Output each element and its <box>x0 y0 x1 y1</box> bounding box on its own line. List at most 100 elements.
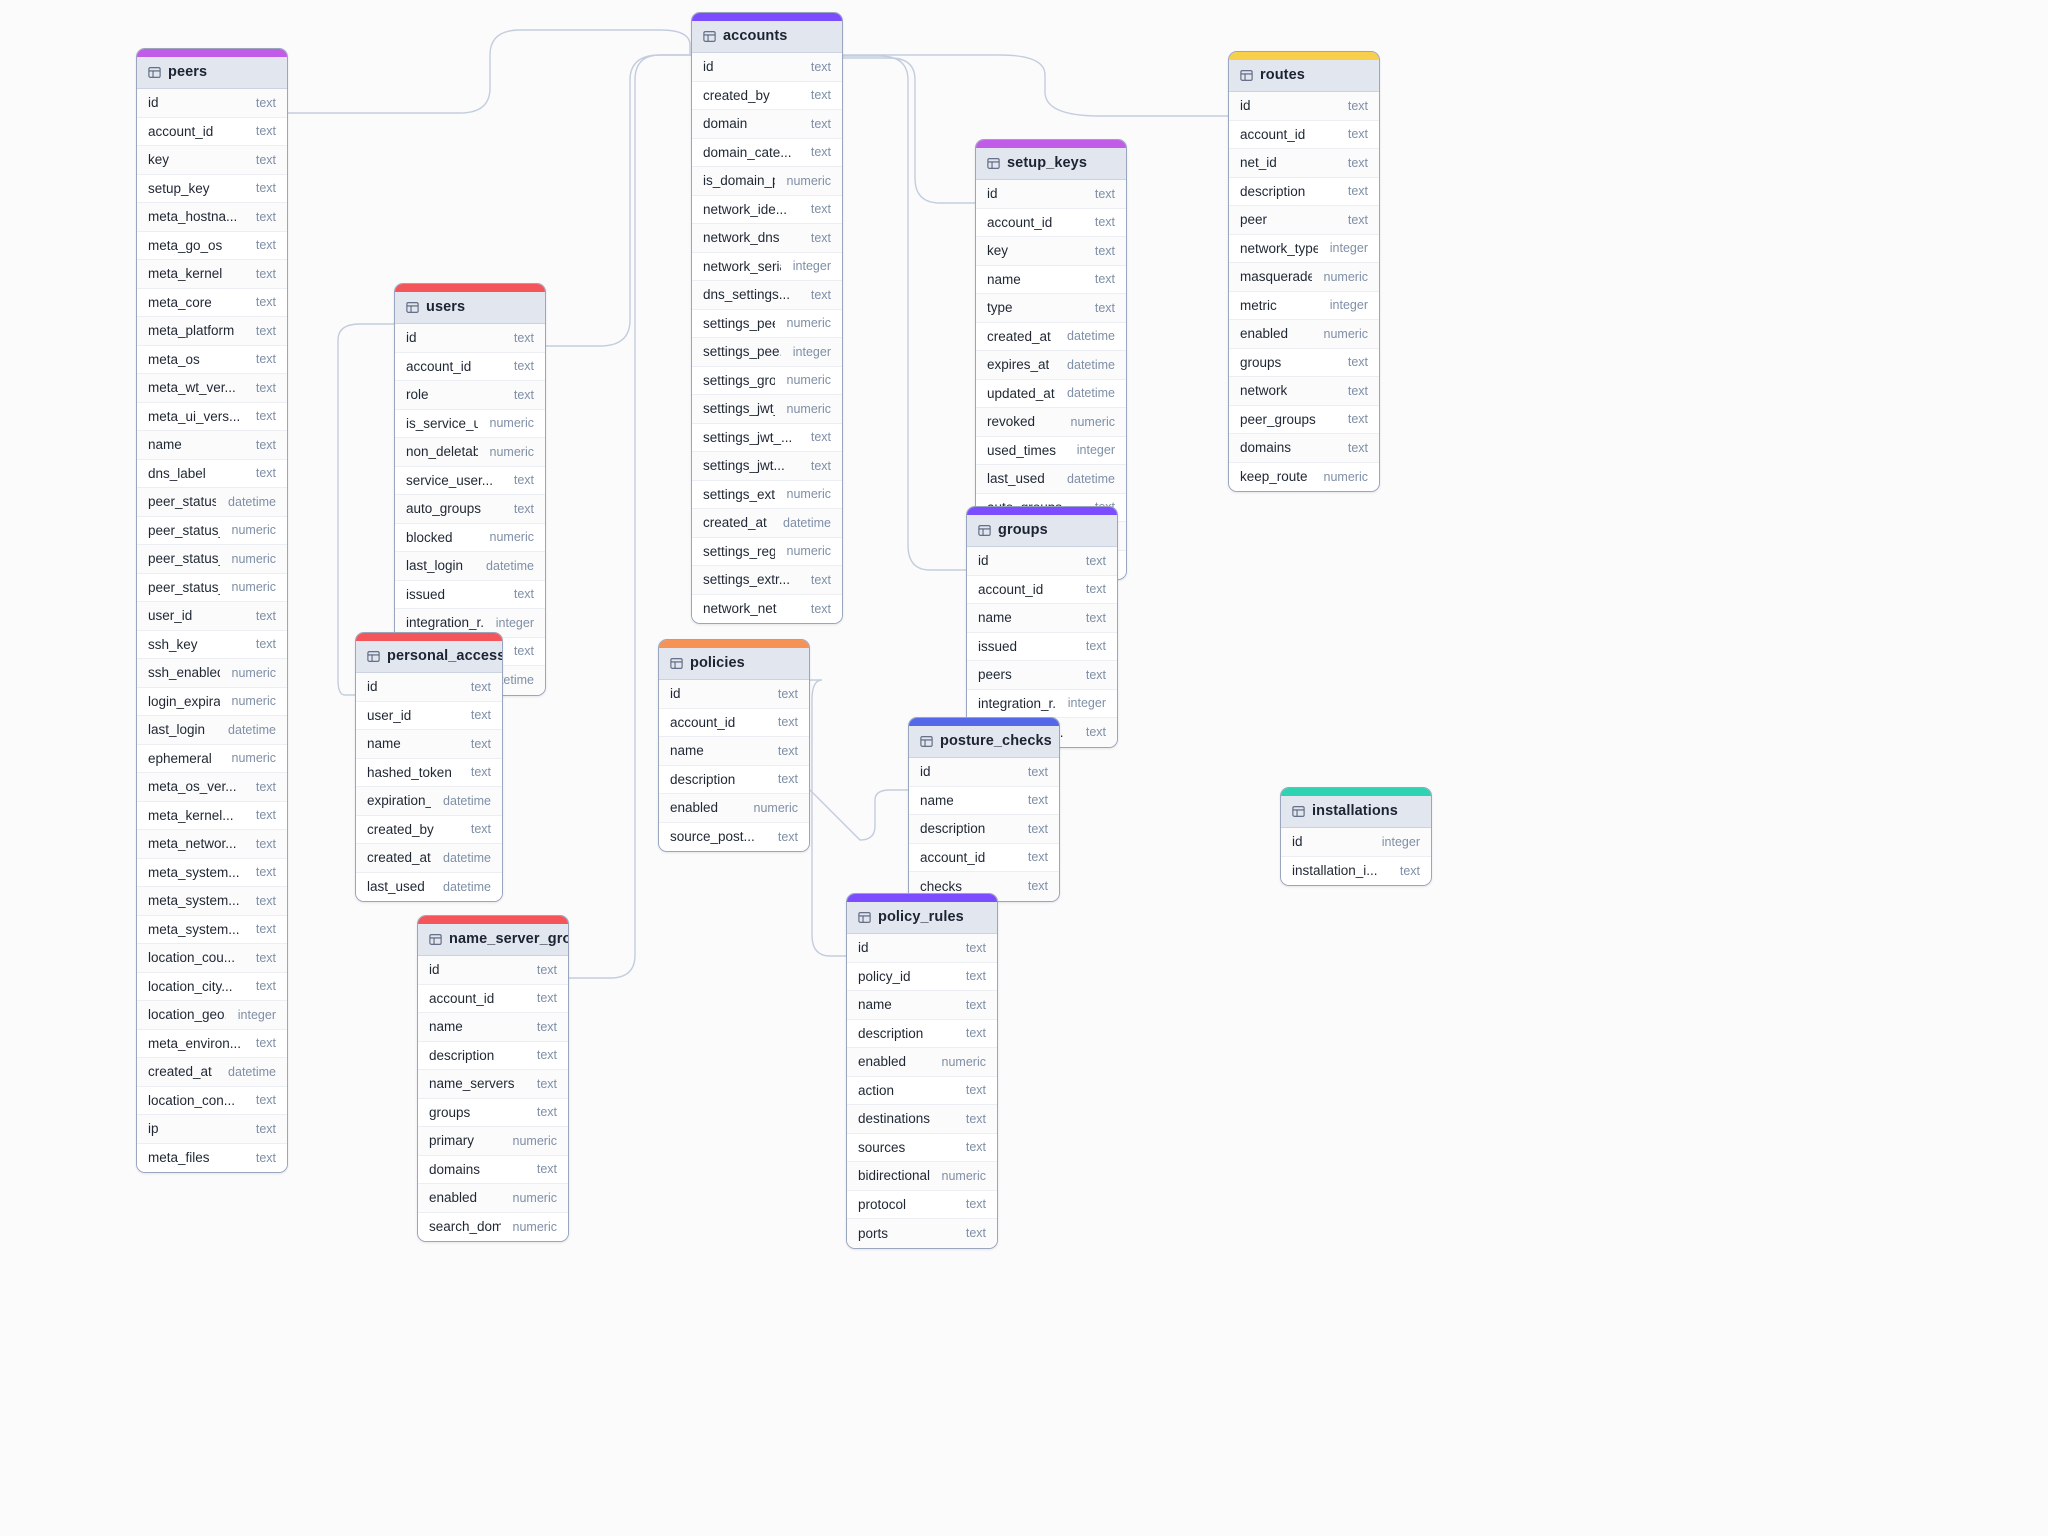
field-row[interactable]: settings_jwt_...numeric <box>692 395 842 424</box>
field-row[interactable]: settings_jwt_...text <box>692 423 842 452</box>
field-row[interactable]: integration_r...integer <box>967 689 1117 718</box>
field-row[interactable]: meta_system...text <box>137 858 287 887</box>
table-header[interactable]: accounts <box>692 21 842 53</box>
field-row[interactable]: meta_networ...text <box>137 830 287 859</box>
table-header[interactable]: routes <box>1229 60 1379 92</box>
field-row[interactable]: expiration_da...datetime <box>356 787 502 816</box>
table-header[interactable]: setup_keys <box>976 148 1126 180</box>
field-row[interactable]: network_serialinteger <box>692 252 842 281</box>
field-row[interactable]: settings_pee...integer <box>692 338 842 367</box>
field-row[interactable]: meta_system...text <box>137 915 287 944</box>
field-row[interactable]: source_post...text <box>659 822 809 851</box>
field-row[interactable]: meta_os_ver...text <box>137 773 287 802</box>
field-row[interactable]: settings_extr...text <box>692 566 842 595</box>
field-row[interactable]: is_service_us...numeric <box>395 409 545 438</box>
table-node-personal_access_tokens[interactable]: personal_access_tokensidtextuser_idtextn… <box>355 632 503 902</box>
field-row[interactable]: meta_ui_vers...text <box>137 402 287 431</box>
field-row[interactable]: login_expirati...numeric <box>137 687 287 716</box>
table-header[interactable]: installations <box>1281 796 1431 828</box>
field-row[interactable]: peer_status_...numeric <box>137 516 287 545</box>
field-row[interactable]: non_deletablenumeric <box>395 438 545 467</box>
field-row[interactable]: installation_i...text <box>1281 856 1431 885</box>
field-row[interactable]: settings_gro...numeric <box>692 366 842 395</box>
field-row[interactable]: meta_kernel...text <box>137 801 287 830</box>
field-row[interactable]: settings_jwt...text <box>692 452 842 481</box>
table-header[interactable]: users <box>395 292 545 324</box>
table-header[interactable]: posture_checks <box>909 726 1059 758</box>
field-row[interactable]: meta_wt_ver...text <box>137 374 287 403</box>
field-row[interactable]: location_con...text <box>137 1086 287 1115</box>
